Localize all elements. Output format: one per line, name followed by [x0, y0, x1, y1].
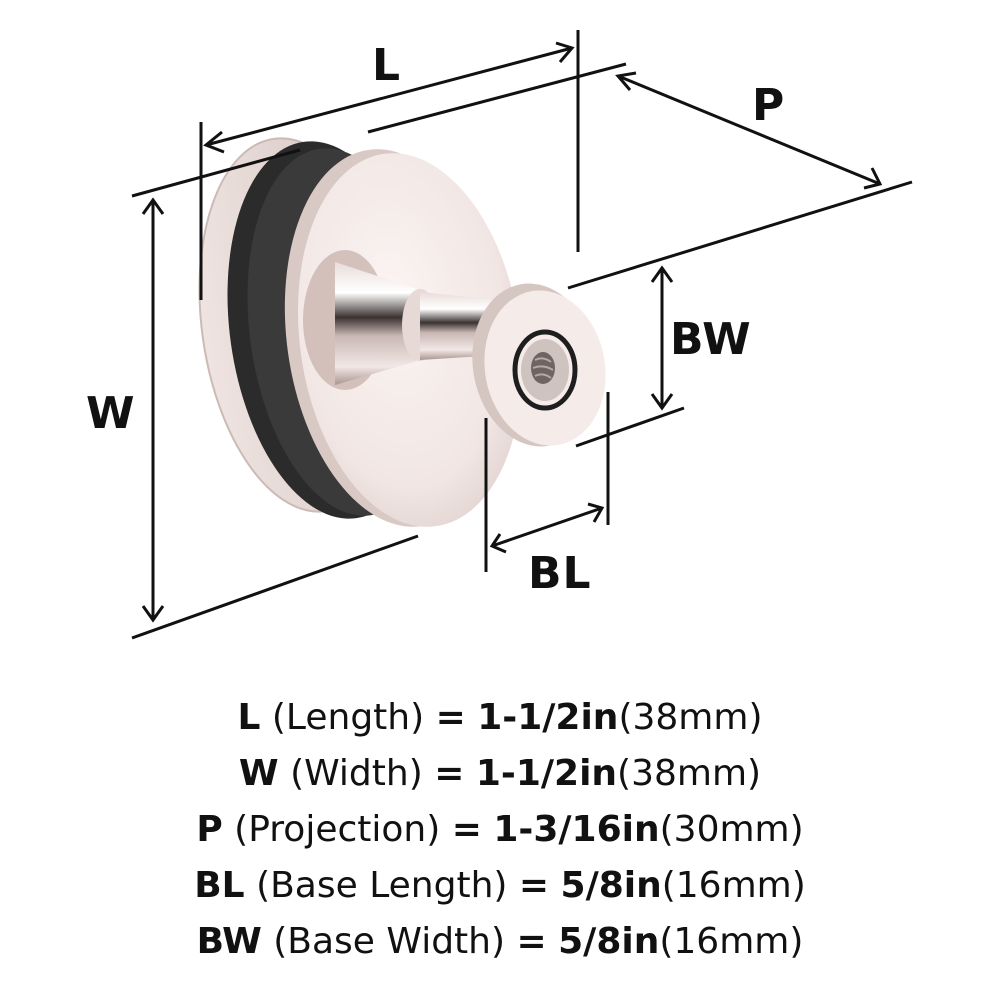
spec-name: (Width) — [290, 753, 423, 794]
bottom-guide-line — [131, 534, 419, 640]
w-arrow-head-top — [141, 197, 165, 215]
bw-arrow-head-bottom — [650, 393, 674, 411]
l-arrow-line — [205, 46, 573, 147]
label-base-width: BW — [670, 314, 752, 365]
label-length: L — [372, 40, 402, 91]
knob-dimension-diagram: L P W BW BL — [86, 30, 913, 640]
dimension-specs-list: L (Length) = 1-1/2in(38mm) W (Width) = 1… — [0, 690, 1000, 970]
bw-arrow-head-top — [650, 265, 674, 283]
l-arrow-head-right — [555, 41, 575, 63]
spec-equals: = — [516, 921, 547, 962]
spec-equals: = — [434, 753, 465, 794]
spec-metric: (38mm) — [618, 697, 763, 738]
spec-imperial: 1-3/16in — [493, 809, 660, 850]
knob-illustration — [131, 30, 913, 640]
knob-stem-base — [303, 250, 500, 390]
spec-equals: = — [518, 865, 550, 906]
p-arrow-line — [617, 74, 881, 186]
spec-imperial: 1-1/2in — [477, 697, 619, 738]
l-arrow-head-left — [203, 130, 225, 154]
spec-key: L — [237, 697, 261, 738]
label-base-length: BL — [528, 548, 592, 599]
spec-name: (Projection) — [234, 809, 441, 850]
spec-key: P — [196, 809, 223, 850]
top-guide-right — [367, 62, 627, 134]
bl-arrow-head-left — [489, 533, 507, 554]
spec-key: BL — [194, 865, 245, 906]
spec-row-projection: P (Projection) = 1-3/16in(30mm) — [0, 802, 1000, 858]
spec-key: W — [238, 753, 279, 794]
spec-imperial: 5/8in — [558, 921, 660, 962]
bl-arrow-head-right — [587, 502, 605, 523]
bl-arrow-line — [491, 506, 603, 548]
label-projection: P — [752, 80, 786, 131]
spec-metric: (38mm) — [617, 753, 762, 794]
spec-key: BW — [196, 921, 262, 962]
spec-row-length: L (Length) = 1-1/2in(38mm) — [0, 690, 1000, 746]
spec-row-width: W (Width) = 1-1/2in(38mm) — [0, 746, 1000, 802]
spec-metric: (16mm) — [661, 865, 806, 906]
spec-imperial: 5/8in — [560, 865, 662, 906]
w-arrow-head-bottom — [141, 605, 165, 623]
spec-metric: (16mm) — [659, 921, 804, 962]
p-arrow-head-bottom — [863, 167, 883, 190]
spec-name: (Base Width) — [273, 921, 506, 962]
spec-row-base-length: BL (Base Length) = 5/8in(16mm) — [0, 858, 1000, 914]
spec-equals: = — [451, 809, 482, 850]
top-guide-left — [131, 148, 301, 198]
spec-equals: = — [435, 697, 466, 738]
p-arrow-head-top — [615, 71, 637, 91]
p-guide-line — [567, 180, 913, 290]
spec-name: (Length) — [271, 697, 425, 738]
dimension-lines — [131, 30, 913, 640]
spec-imperial: 1-1/2in — [475, 753, 618, 794]
spec-metric: (30mm) — [659, 809, 804, 850]
spec-name: (Base Length) — [256, 865, 508, 906]
knob-end-cap — [472, 283, 606, 447]
label-width: W — [86, 388, 136, 439]
spec-row-base-width: BW (Base Width) = 5/8in(16mm) — [0, 914, 1000, 970]
bw-guide-line — [575, 406, 685, 448]
